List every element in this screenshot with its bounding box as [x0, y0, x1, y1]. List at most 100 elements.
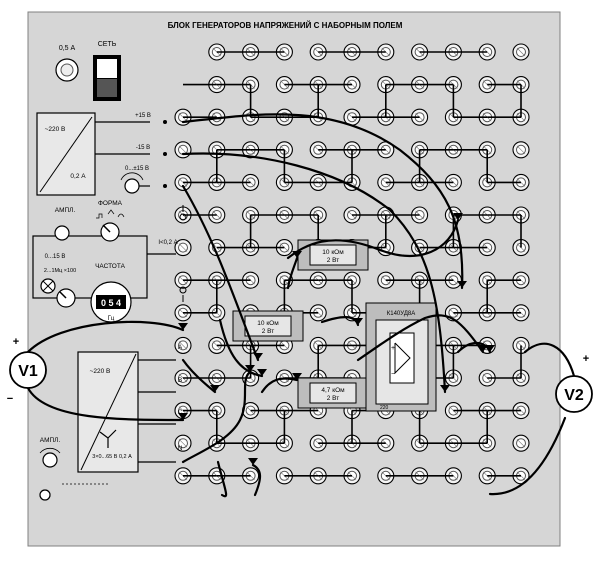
gen-freq-label: ЧАСТОТА: [95, 263, 125, 270]
socket[interactable]: [512, 43, 530, 61]
resistor-r1-power: 2 Вт: [327, 257, 340, 264]
gen-hz-label: Гц: [108, 316, 115, 322]
wire-tip: [178, 323, 188, 330]
three-phase-knob-arc: [39, 447, 61, 454]
supply-out2-label: -15 В: [136, 145, 150, 151]
socket[interactable]: [174, 239, 192, 257]
jumper-wires: [26, 113, 576, 498]
socket[interactable]: [174, 271, 192, 289]
gen-freq-range: 2...1Мц ×100: [44, 268, 76, 274]
three-phase-label-bottom: 3×0...65 В 0,2 А: [92, 454, 132, 460]
jumper-wire[interactable]: [26, 386, 185, 422]
wire-tip: [457, 281, 467, 288]
resistor-r2-value: 10 кОм: [257, 320, 279, 327]
wire-tip: [485, 345, 495, 352]
voltmeter-v1-label: V1: [18, 363, 38, 380]
wire-tip: [178, 413, 188, 420]
supply-label-top: ~220 В: [45, 126, 66, 133]
gen-form-pointer: [102, 224, 111, 233]
jumper-wire[interactable]: [181, 113, 464, 290]
resistor-r1[interactable]: 10 кОм 2 Вт: [297, 239, 369, 271]
jumper-wire[interactable]: [488, 416, 567, 496]
star-connection-icon: [99, 429, 117, 448]
supply-label-bottom: 0,2 А: [70, 173, 86, 180]
jumper-wire[interactable]: [356, 314, 485, 362]
socket[interactable]: [512, 434, 530, 452]
jumper-wire[interactable]: [181, 152, 447, 394]
supply-out1-label: +15 В: [135, 113, 151, 119]
gen-ground-icon: [179, 286, 187, 294]
jumper-wire[interactable]: [218, 318, 264, 378]
jumper-wire[interactable]: [181, 358, 217, 394]
wire-tip: [257, 369, 267, 376]
resistor-r3[interactable]: 4,7 кОм 2 Вт: [297, 377, 369, 409]
jumper-wire[interactable]: [251, 463, 262, 497]
wire-tip: [292, 251, 302, 258]
neutral-label: N: [178, 445, 183, 452]
power-switch-rocker: [97, 59, 117, 78]
three-phase-ampl-label: АМПЛ.: [40, 437, 61, 444]
opamp-plus: +: [391, 345, 395, 352]
wire-tip: [292, 373, 302, 380]
supply-knob-arc: [120, 172, 144, 181]
frequency-display: [96, 295, 126, 309]
voltmeter-v2[interactable]: V2 +: [555, 353, 593, 413]
supply-dot-3: [163, 184, 167, 188]
socket[interactable]: [174, 141, 192, 159]
three-phase-diagonal: [80, 353, 137, 471]
resistor-r3-value: 4,7 кОм: [321, 387, 345, 394]
jumper-wire[interactable]: [286, 256, 299, 290]
resistor-r2[interactable]: 10 кОм 2 Вт: [232, 310, 304, 342]
socket[interactable]: [309, 141, 327, 159]
resistor-r1-value: 10 кОм: [322, 249, 344, 256]
wire-tip: [210, 385, 220, 392]
generator-frame: [32, 235, 148, 299]
wire-tip: [478, 345, 488, 352]
three-phase-ampl-knob[interactable]: [42, 452, 58, 468]
three-phase-indicator: [39, 489, 51, 501]
jumper-wire[interactable]: [523, 342, 576, 378]
supply-diagonal: [39, 116, 93, 193]
socket[interactable]: [174, 336, 192, 354]
phase-a-label: A: [178, 344, 183, 351]
opamp-title: К140УД8А: [387, 311, 415, 317]
square-wave-icon: [96, 213, 103, 219]
frequency-display-value: 0 5 4: [101, 298, 121, 308]
voltmeter-v1-minus: −: [7, 393, 13, 405]
jumper-wire[interactable]: [181, 370, 252, 464]
gen-ampl-knob[interactable]: [54, 225, 70, 241]
socket[interactable]: [444, 369, 462, 387]
voltmeter-v2-label: V2: [564, 387, 584, 404]
power-switch-rocker-bottom: [97, 79, 117, 97]
voltmeter-v2-body: [555, 375, 593, 413]
phase-b-label: B: [178, 377, 182, 384]
jumper-wire[interactable]: [26, 320, 185, 354]
fuse-cap: [60, 63, 74, 77]
phase-c-label: C: [178, 409, 183, 416]
sine-wave-icon: [117, 213, 125, 218]
wire-tip: [253, 353, 263, 360]
gen-range-label: 0...15 В: [45, 254, 66, 260]
wire-tip: [245, 365, 255, 372]
resistor-r1-body: [309, 244, 357, 266]
socket[interactable]: [174, 434, 192, 452]
resistor-r3-power: 2 Вт: [327, 395, 340, 402]
wire-tip: [353, 318, 363, 325]
jumper-wire[interactable]: [216, 460, 228, 498]
resistor-r3-body: [309, 382, 357, 404]
jumper-wire[interactable]: [286, 218, 460, 260]
three-phase-label-top: ~220 В: [90, 368, 111, 375]
gen-range-switch-mark-2: [42, 280, 54, 292]
opamp-triangle-icon: [394, 342, 411, 375]
supply-adjust-knob[interactable]: [124, 178, 140, 194]
voltmeter-v2-plus: +: [583, 353, 589, 365]
voltmeter-v1[interactable]: V1 + −: [7, 336, 47, 405]
jumper-wire[interactable]: [260, 377, 299, 394]
jumper-wire[interactable]: [181, 184, 260, 362]
opamp-footer: 220: [380, 405, 389, 411]
opamp-module[interactable]: К140УД8А + − 220: [365, 302, 437, 412]
socket[interactable]: [512, 141, 530, 159]
voltmeter-v1-body: [9, 351, 47, 389]
